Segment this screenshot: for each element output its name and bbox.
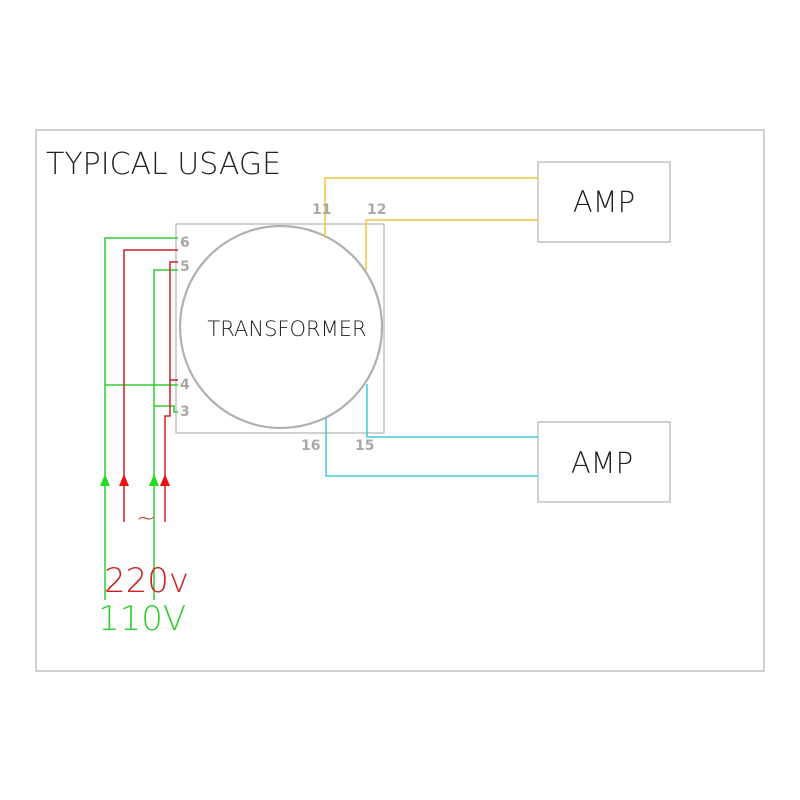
arrow-red-2 (160, 474, 170, 486)
wire-red-outer (123, 249, 178, 522)
diagram-frame (35, 129, 765, 672)
transformer-core (178, 224, 384, 430)
wire-red-inner (164, 261, 178, 522)
amp-bottom-label: AMP (571, 446, 633, 480)
pin-label-5: 5 (180, 259, 190, 275)
wire-green-pin3 (154, 405, 178, 413)
amp-top-box (537, 161, 671, 243)
transformer-body (175, 223, 385, 434)
transformer-label: TRANSFORMER (207, 317, 366, 341)
pin-label-11: 11 (312, 202, 331, 218)
wire-green-inner (153, 269, 178, 600)
pin-label-16: 16 (301, 438, 320, 454)
arrow-green-2 (149, 474, 159, 486)
wire-pin12-yellow (365, 219, 538, 270)
arrow-red-1 (119, 474, 129, 486)
wire-pin16-cyan (325, 418, 538, 477)
amp-bottom-box (537, 421, 671, 503)
pin-label-4: 4 (180, 377, 190, 393)
voltage-110: 110V (98, 599, 186, 639)
wire-green-outer (104, 237, 178, 600)
wire-pin11-yellow (324, 177, 538, 238)
arrow-green-1 (100, 474, 110, 486)
pin-label-3: 3 (180, 404, 190, 420)
voltage-220: 220v (104, 561, 189, 601)
pin-label-12: 12 (367, 202, 386, 218)
diagram-title: TYPICAL USAGE (46, 147, 281, 182)
pin-label-15: 15 (355, 438, 374, 454)
wire-pin15-cyan (366, 384, 538, 438)
ac-symbol: ~ (136, 504, 156, 532)
amp-top-label: AMP (573, 185, 635, 219)
pin-label-6: 6 (180, 235, 190, 251)
